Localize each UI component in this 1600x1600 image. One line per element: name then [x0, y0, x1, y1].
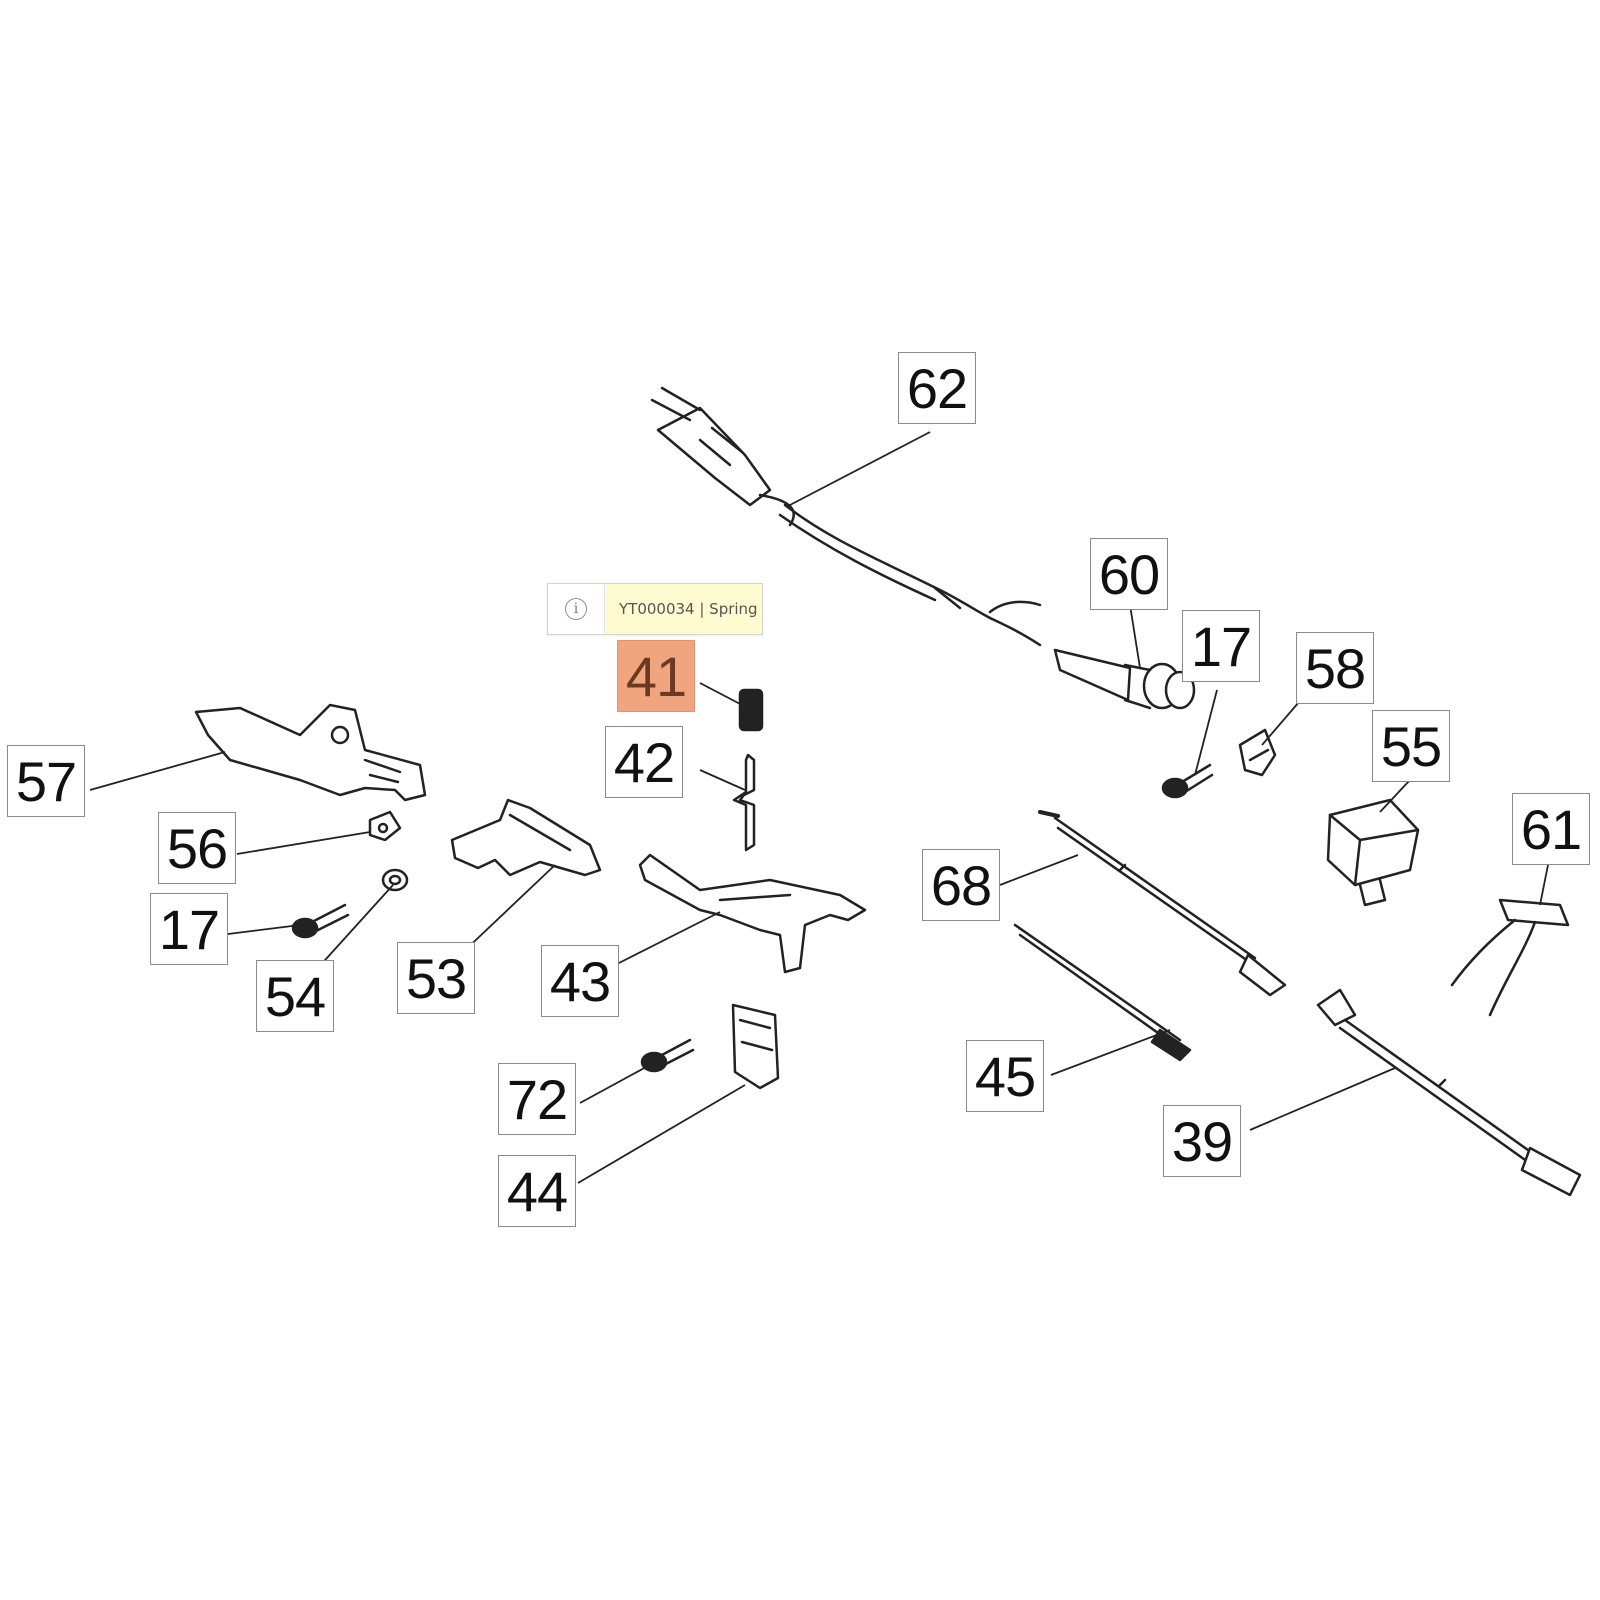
part-43-lever-arm [638, 853, 867, 974]
callout-56[interactable]: 56 [158, 812, 236, 884]
leader-lines [89, 431, 1549, 1184]
tooltip-text: YT000034 | Spring [605, 584, 762, 634]
part-68-wire [1038, 810, 1287, 997]
part-62-plug-cable [650, 386, 1042, 647]
callout-62[interactable]: 62 [898, 352, 976, 424]
part-39-wire [1316, 988, 1582, 1197]
callout-60[interactable]: 60 [1090, 538, 1168, 610]
callout-42[interactable]: 42 [605, 726, 683, 798]
callout-53[interactable]: 53 [397, 942, 475, 1014]
part-41-spring [738, 688, 764, 732]
info-icon: i [565, 598, 587, 620]
callout-61[interactable]: 61 [1512, 793, 1590, 865]
callout-55[interactable]: 55 [1372, 710, 1450, 782]
part-17-screw-right [1161, 763, 1214, 799]
callout-54[interactable]: 54 [256, 960, 334, 1032]
part-54-washer [381, 868, 409, 892]
callout-68[interactable]: 68 [922, 849, 1000, 921]
part-17-screw-left [291, 903, 350, 939]
part-45-wire [1013, 923, 1192, 1062]
part-tooltip: i YT000034 | Spring [547, 583, 763, 635]
part-44-terminal [731, 1003, 780, 1090]
part-60-strain-relief [1053, 648, 1196, 710]
callout-57[interactable]: 57 [7, 745, 85, 817]
part-57-lever [194, 703, 427, 802]
callout-44[interactable]: 44 [498, 1155, 576, 1227]
callout-45[interactable]: 45 [966, 1040, 1044, 1112]
part-55-switch [1326, 798, 1420, 907]
part-56-nut [368, 810, 402, 842]
callout-17-right[interactable]: 17 [1182, 610, 1260, 682]
part-42-pin [732, 753, 756, 852]
callout-58[interactable]: 58 [1296, 632, 1374, 704]
callout-72[interactable]: 72 [498, 1063, 576, 1135]
part-72-screw [640, 1038, 695, 1073]
callout-39[interactable]: 39 [1163, 1105, 1241, 1177]
callout-43[interactable]: 43 [541, 945, 619, 1017]
callout-17-left[interactable]: 17 [150, 893, 228, 965]
part-61-suppressor [1450, 898, 1570, 1017]
callout-41-selected[interactable]: 41 [617, 640, 695, 712]
part-53-bracket [450, 798, 602, 877]
